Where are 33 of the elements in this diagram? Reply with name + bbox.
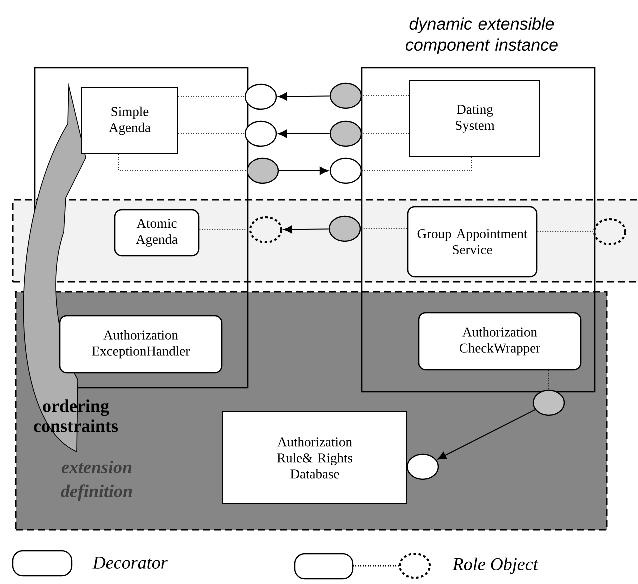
decorator-ellipse (330, 120, 362, 148)
arrow (278, 130, 330, 138)
decorator-ellipse (330, 82, 362, 110)
object-box: Simple Agenda (82, 88, 178, 154)
legend-label: Role Object (452, 558, 539, 574)
object-box: Dating System (410, 80, 540, 158)
annotation-label: extension definition (61, 460, 132, 502)
decorator-ellipse (330, 158, 362, 184)
legend-label: Decorator (92, 557, 168, 569)
arrow (278, 92, 330, 101)
decorator-ellipse (246, 158, 280, 184)
dotted-connector (548, 370, 550, 390)
decorator-ellipse (244, 120, 278, 148)
decorator-ellipse (244, 84, 278, 110)
arrow (438, 409, 536, 460)
decorator-ellipse (532, 390, 566, 416)
dotted-connector (360, 228, 408, 230)
decorator-ellipse (406, 454, 440, 480)
component-box (361, 67, 596, 393)
arrow (284, 226, 330, 234)
decorator-ellipse (328, 216, 362, 242)
object-box: Atomic Agenda (114, 209, 200, 257)
dotted-connector (178, 96, 246, 98)
role-object-circle (594, 218, 626, 246)
arrow (278, 166, 329, 176)
dotted-connector (362, 157, 472, 172)
object-box: Authorization CheckWrapper (418, 312, 582, 371)
object-box: Group Appointment Service (407, 206, 538, 278)
role-object-circle (250, 216, 282, 244)
dotted-connector (118, 154, 248, 172)
title: dynamic extensible component instance (406, 18, 558, 54)
object-box: Authorization Rule& Rights Database (222, 412, 408, 504)
object-box: Authorization ExceptionHandler (59, 315, 223, 374)
